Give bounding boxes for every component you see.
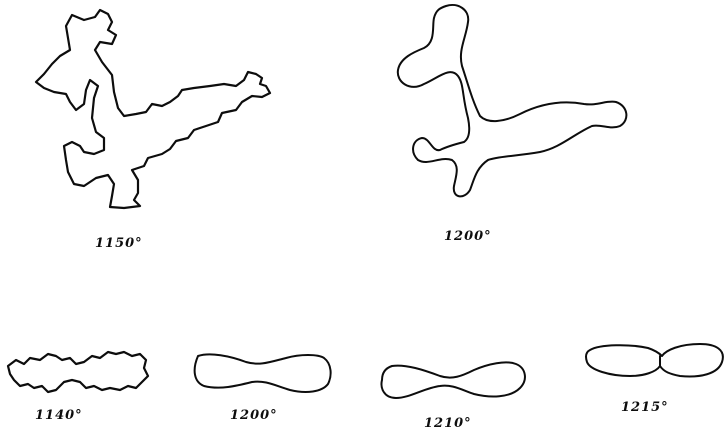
outline-jagged-branching [36,10,270,208]
shape-label: 1140° [35,409,83,422]
outline-smooth-peanut [195,354,331,392]
outline-smooth-double-lobe [586,344,723,376]
outline-smooth-figure-eight [382,362,525,398]
shape-label: 1200° [444,230,492,243]
shape-label: 1200° [230,409,278,422]
outline-smooth-branching [398,5,627,196]
outline-jagged-elongated [8,352,148,392]
shape-label: 1215° [621,401,669,414]
shape-label: 1210° [424,417,472,430]
shape-label: 1150° [95,237,143,250]
